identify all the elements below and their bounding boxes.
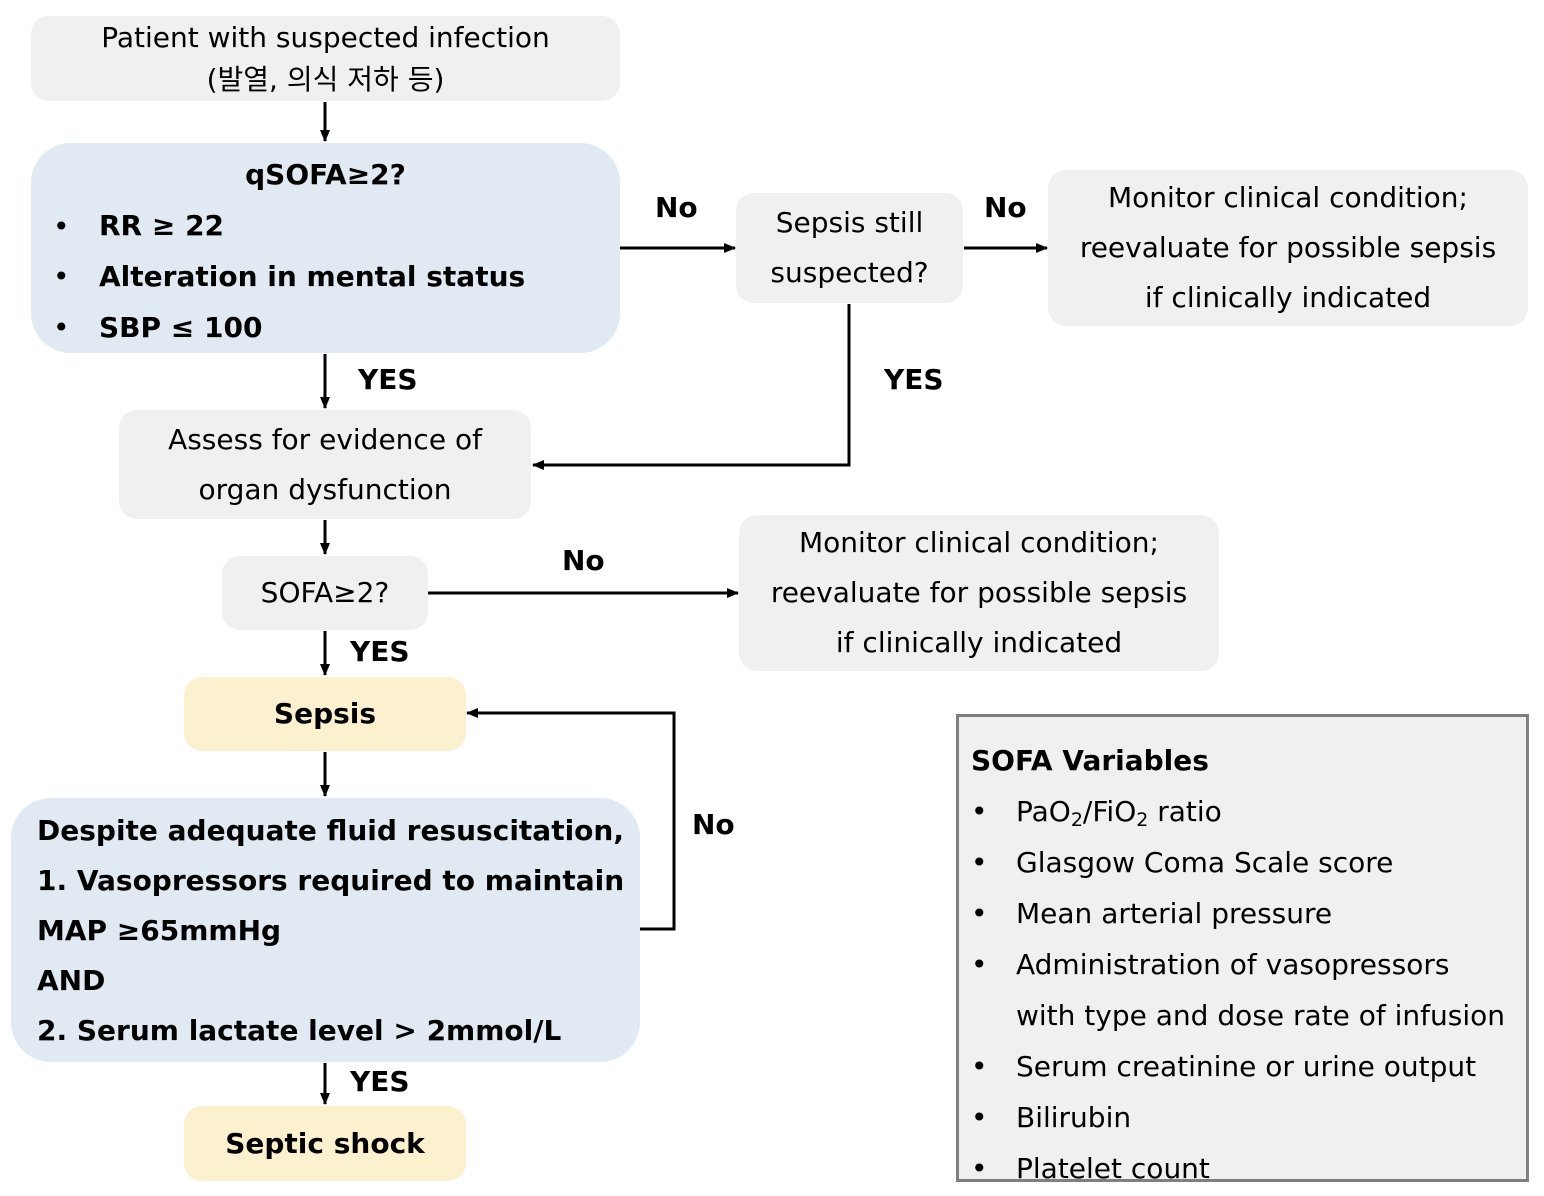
legend-item-creatinine: •Serum creatinine or urine output bbox=[971, 1050, 1477, 1083]
start-node: Patient with suspected infection (발열, 의식… bbox=[31, 16, 620, 101]
legend-item-gcs: •Glasgow Coma Scale score bbox=[971, 846, 1394, 879]
assess-line-1: Assess for evidence of bbox=[168, 422, 482, 456]
arrow-criteria-to-sepsis bbox=[466, 708, 676, 931]
criteria-line-2: 1. Vasopressors required to maintain bbox=[37, 864, 625, 897]
criteria-line-5: 2. Serum lactate level > 2mmol/L bbox=[37, 1014, 562, 1047]
monitor2-line-3: if clinically indicated bbox=[835, 626, 1123, 659]
edge-label-shock-no: No bbox=[692, 808, 735, 841]
criteria-line-1: Despite adequate fluid resuscitation, bbox=[37, 814, 624, 847]
arrow-suspected-to-assess bbox=[532, 304, 851, 470]
legend-item-map: •Mean arterial pressure bbox=[971, 897, 1333, 930]
edge-label-suspected-no: No bbox=[984, 191, 1027, 224]
criteria-line-3: MAP ≥65mmHg bbox=[37, 914, 282, 947]
qsofa-item: •SBP ≤ 100 bbox=[53, 310, 263, 345]
legend-item-vasopressors-cont: with type and dose rate of infusion bbox=[1016, 999, 1505, 1032]
qsofa-item: •Alteration in mental status bbox=[53, 259, 526, 294]
edge-label-shock-yes: YES bbox=[350, 1065, 410, 1098]
edge-label-sofa-no: No bbox=[562, 544, 605, 577]
edge-label-suspected-yes: YES bbox=[884, 363, 944, 396]
edge-label-qsofa-yes: YES bbox=[358, 363, 418, 396]
monitor1-line-2: reevaluate for possible sepsis bbox=[1079, 231, 1497, 264]
shock-criteria-node: Despite adequate fluid resuscitation, 1.… bbox=[11, 798, 640, 1062]
septic-shock-node: Septic shock bbox=[184, 1106, 466, 1181]
monitor1-line-3: if clinically indicated bbox=[1144, 281, 1432, 314]
legend-item-vasopressors: •Administration of vasopressors bbox=[971, 948, 1450, 981]
start-line-1: Patient with suspected infection bbox=[101, 20, 550, 54]
legend-item-platelet: •Platelet count bbox=[971, 1152, 1210, 1185]
sepsis-label: Sepsis bbox=[273, 697, 377, 730]
qsofa-node: qSOFA≥2? •RR ≥ 22 •Alteration in mental … bbox=[31, 143, 620, 353]
monitor1-line-1: Monitor clinical condition; bbox=[1108, 181, 1468, 214]
legend-item-bilirubin: •Bilirubin bbox=[971, 1101, 1132, 1134]
monitor-node-2: Monitor clinical condition; reevaluate f… bbox=[739, 515, 1219, 671]
edge-label-sofa-yes: YES bbox=[350, 635, 410, 668]
qsofa-item: •RR ≥ 22 bbox=[53, 209, 225, 243]
criteria-line-4: AND bbox=[37, 964, 106, 997]
septic-shock-label: Septic shock bbox=[225, 1126, 425, 1160]
sofa-label: SOFA≥2? bbox=[260, 576, 390, 609]
assess-line-2: organ dysfunction bbox=[198, 472, 452, 506]
monitor2-line-2: reevaluate for possible sepsis bbox=[770, 576, 1188, 609]
monitor2-line-1: Monitor clinical condition; bbox=[799, 526, 1159, 559]
start-line-2: (발열, 의식 저하 등) bbox=[206, 62, 445, 96]
suspected-line-1: Sepsis still bbox=[775, 206, 924, 239]
sepsis-node: Sepsis bbox=[184, 677, 466, 751]
sofa-node: SOFA≥2? bbox=[222, 556, 428, 630]
qsofa-title: qSOFA≥2? bbox=[245, 158, 406, 191]
edge-label-qsofa-no: No bbox=[655, 191, 698, 224]
monitor-node-1: Monitor clinical condition; reevaluate f… bbox=[1048, 170, 1528, 326]
assess-node: Assess for evidence of organ dysfunction bbox=[119, 410, 531, 519]
sepsis-suspected-node: Sepsis still suspected? bbox=[736, 193, 963, 303]
suspected-line-2: suspected? bbox=[770, 256, 929, 289]
legend-title: SOFA Variables bbox=[971, 744, 1209, 777]
